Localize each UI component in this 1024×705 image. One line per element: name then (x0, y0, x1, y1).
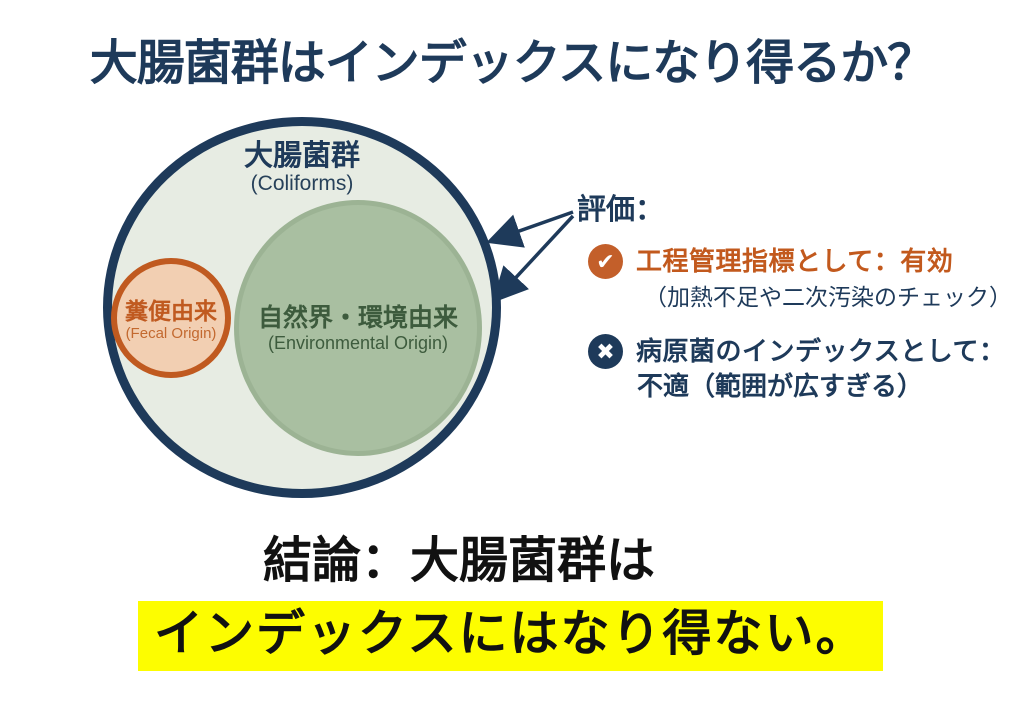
arrow-to-circle-top (486, 210, 574, 248)
evaluation-item-note: 不適（範囲が広すぎる） (637, 371, 924, 401)
conclusion-line1: 結論：大腸菌群は (263, 534, 656, 588)
environmental-origin-label: 自然界・環境由来 (257, 303, 458, 332)
cross-icon: ✖ (588, 334, 623, 369)
cross-glyph: ✖ (596, 339, 615, 364)
arrow-to-circle-bottom (492, 214, 575, 303)
evaluation-item-text: 工程管理指標として：有効 (636, 246, 954, 276)
fecal-origin-sublabel: (Fecal Origin) (125, 324, 217, 342)
evaluation-item-note: （加熱不足や二次汚染のチェック） (644, 284, 1012, 310)
coliforms-label-group: 大腸菌群 (Coliforms) (112, 140, 492, 196)
environmental-origin-sublabel: (Environmental Origin) (267, 332, 449, 353)
coliforms-sublabel: (Coliforms) (250, 172, 354, 195)
fecal-origin-circle: 糞便由来 (Fecal Origin) (111, 258, 231, 378)
evaluation-item-pathogen-index: ✖ 病原菌のインデックスとして： (588, 334, 1005, 369)
environmental-origin-circle: 自然界・環境由来 (Environmental Origin) (234, 200, 482, 456)
evaluation-heading: 評価： (577, 194, 665, 226)
check-glyph: ✔ (596, 249, 615, 274)
evaluation-item-text: 病原菌のインデックスとして： (636, 336, 1006, 366)
coliforms-label: 大腸菌群 (243, 140, 360, 172)
fecal-origin-label: 糞便由来 (125, 297, 217, 324)
conclusion-line2-highlighted: インデックスにはなり得ない。 (138, 601, 883, 671)
coliforms-circle: 大腸菌群 (Coliforms) 自然界・環境由来 (Environmental… (103, 117, 501, 498)
check-icon: ✔ (588, 244, 623, 279)
page-title: 大腸菌群はインデックスになり得るか？ (89, 37, 936, 90)
evaluation-item-process-control: ✔ 工程管理指標として：有効 (588, 244, 953, 279)
